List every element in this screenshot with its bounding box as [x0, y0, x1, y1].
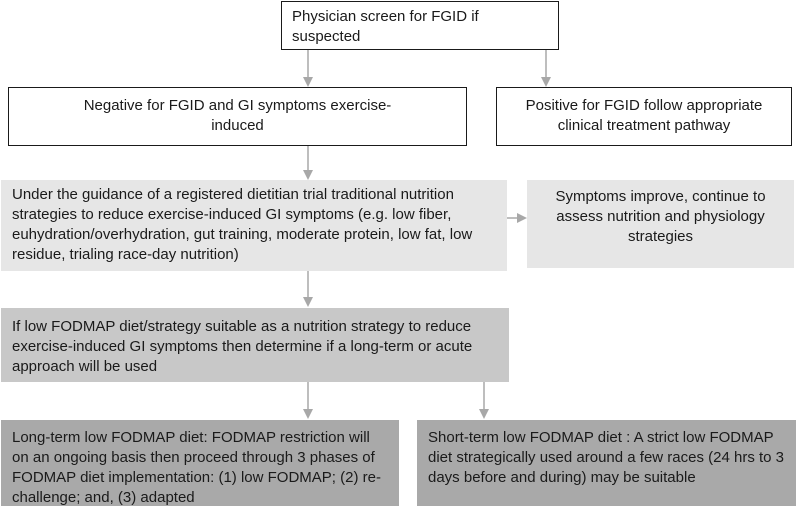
traditional-strategies-text: Under the guidance of a registered dieti… — [12, 186, 473, 263]
symptoms-improve-text: Symptoms improve, continue to assess nut… — [555, 188, 766, 245]
positive-text: Positive for FGID follow appropriate cli… — [525, 97, 763, 134]
short-term-box: Short-term low FODMAP diet : A strict lo… — [417, 420, 796, 506]
symptoms-improve-box: Symptoms improve, continue to assess nut… — [527, 180, 794, 268]
positive-box: Positive for FGID follow appropriate cli… — [496, 87, 792, 146]
long-term-box: Long-term low FODMAP diet: FODMAP restri… — [1, 420, 399, 506]
negative-box: Negative for FGID and GI symptoms exerci… — [8, 87, 467, 146]
long-term-text: Long-term low FODMAP diet: FODMAP restri… — [12, 429, 381, 506]
screen-box: Physician screen for FGID if suspected — [281, 1, 559, 50]
screen-text: Physician screen for FGID if suspected — [292, 8, 479, 45]
traditional-strategies-box: Under the guidance of a registered dieti… — [1, 180, 507, 271]
negative-text: Negative for FGID and GI symptoms exerci… — [83, 97, 392, 134]
fodmap-decision-text: If low FODMAP diet/strategy suitable as … — [12, 318, 473, 375]
short-term-text: Short-term low FODMAP diet : A strict lo… — [428, 429, 785, 486]
fodmap-decision-box: If low FODMAP diet/strategy suitable as … — [1, 308, 509, 382]
